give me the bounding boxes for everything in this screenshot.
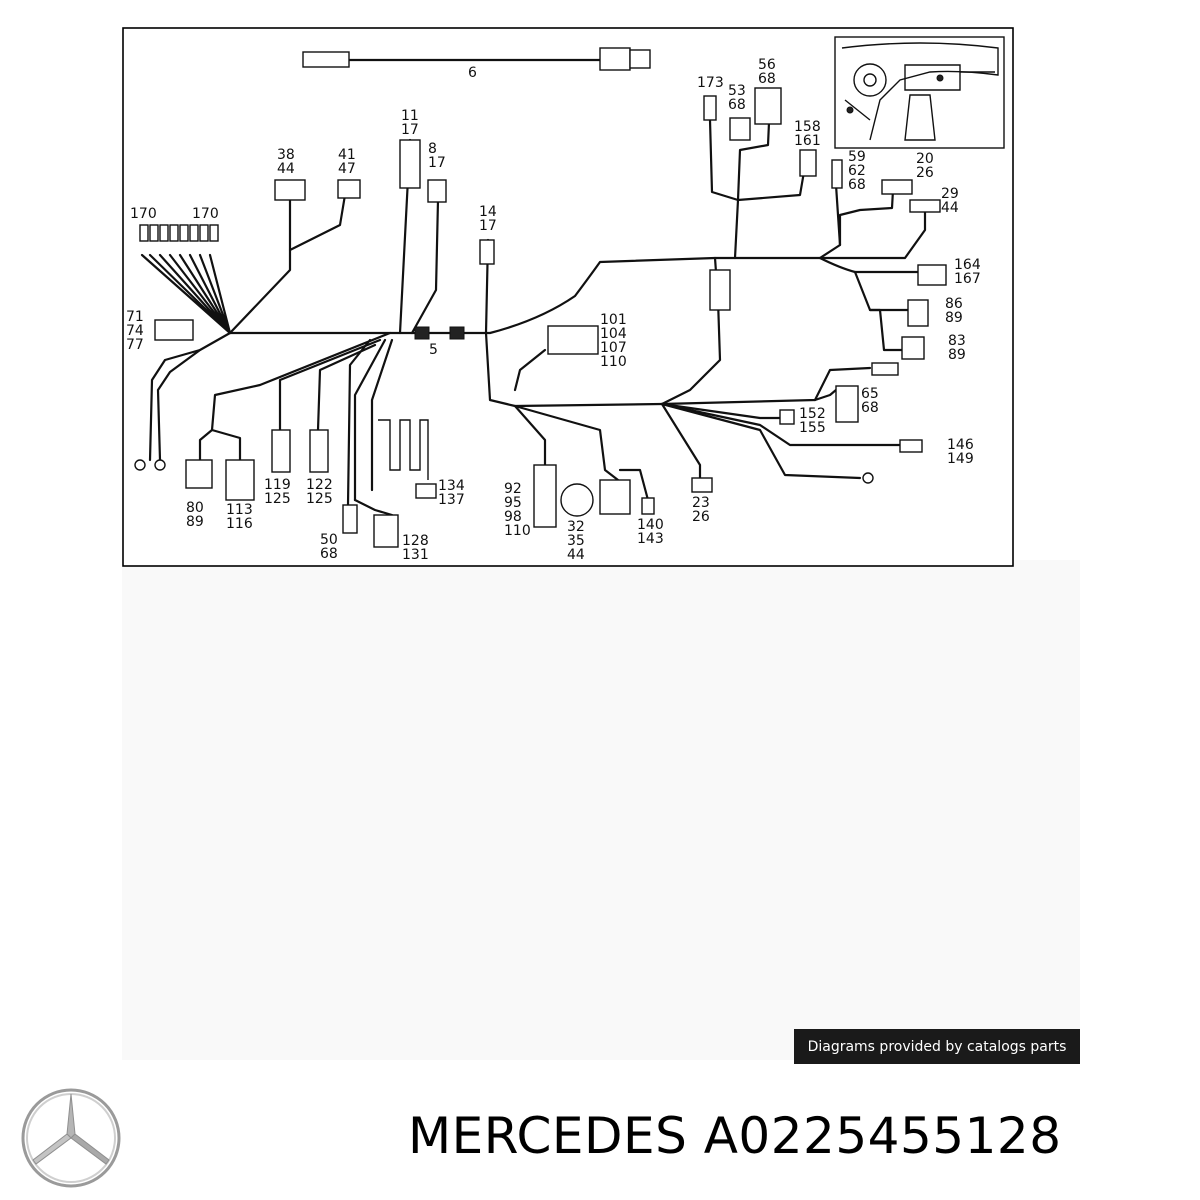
connector-164 — [917, 264, 947, 286]
part-label-86: 86 89 — [945, 296, 963, 326]
connector-158 — [799, 149, 817, 177]
part-label-140: 140 143 — [637, 517, 664, 547]
part-label-32: 32 35 44 — [567, 519, 585, 563]
connector-23 — [691, 477, 713, 493]
lower-branches — [484, 87, 947, 528]
part-label-170-right: 170 — [192, 206, 219, 222]
part-label-23: 23 26 — [692, 495, 710, 525]
part-label-59: 59 62 68 — [848, 149, 866, 193]
part-label-80: 80 89 — [186, 500, 204, 530]
part-label-113: 113 116 — [226, 502, 253, 532]
part-label-128: 128 131 — [402, 533, 429, 563]
connector-122 — [309, 429, 329, 473]
connector-80 — [185, 459, 213, 489]
connector-29 — [909, 199, 941, 213]
image-background-panel — [122, 560, 1080, 1060]
connector-41 — [337, 179, 361, 199]
connector-83 — [901, 336, 925, 360]
connector-140 — [641, 497, 655, 515]
part-label-8: 8 17 — [428, 141, 446, 171]
part-label-11: 11 17 — [401, 108, 419, 138]
connector-center — [709, 269, 731, 311]
part-label-65: 65 68 — [861, 386, 879, 416]
part-label-101: 101 104 107 110 — [600, 312, 627, 370]
harness-6-cable — [302, 47, 651, 71]
part-label-134: 134 137 — [438, 478, 465, 508]
connector-20 — [881, 179, 913, 195]
left-branch — [134, 139, 495, 548]
connector-11 — [399, 139, 421, 189]
connector-38 — [274, 179, 306, 201]
part-label-38: 38 44 — [277, 147, 295, 177]
part-label-53: 53 68 — [728, 83, 746, 113]
part-label-50: 50 68 — [320, 532, 338, 562]
part-label-14: 14 17 — [479, 204, 497, 234]
connector-152 — [779, 409, 795, 425]
part-label-83: 83 89 — [948, 333, 966, 363]
part-label-164: 164 167 — [954, 257, 981, 287]
part-label-173: 173 — [697, 75, 724, 91]
part-label-122: 122 125 — [306, 477, 333, 507]
part-label-20: 20 26 — [916, 151, 934, 181]
connector-92 — [533, 464, 557, 528]
fuse-connectors-170 — [139, 224, 219, 242]
part-label-5: 5 — [429, 342, 438, 358]
connector-119 — [271, 429, 291, 473]
connector-50 — [342, 504, 358, 534]
connector-113 — [225, 459, 255, 501]
part-label-119: 119 125 — [264, 477, 291, 507]
connector-173 — [703, 95, 717, 121]
connector-8 — [427, 179, 447, 203]
product-title: MERCEDES A0225455128 — [408, 1107, 1062, 1165]
connector-134 — [415, 483, 437, 499]
connector-146 — [899, 439, 923, 453]
connector-14 — [479, 239, 495, 265]
connector-71 — [154, 319, 194, 341]
connector-65 — [835, 385, 859, 423]
connector-86 — [907, 299, 929, 327]
part-label-92: 92 95 98 110 — [504, 481, 531, 539]
mercedes-star-logo — [21, 1088, 121, 1188]
part-label-158: 158 161 — [794, 119, 821, 149]
part-label-6: 6 — [468, 65, 477, 81]
connector-end — [871, 362, 899, 376]
part-label-146: 146 149 — [947, 437, 974, 467]
part-label-56: 56 68 — [758, 57, 776, 87]
component-32 — [560, 483, 594, 517]
part-label-152: 152 155 — [799, 406, 826, 436]
part-label-71: 71 74 77 — [126, 309, 144, 353]
connector-59 — [831, 159, 843, 189]
component-140-housing — [599, 479, 631, 515]
connector-53 — [729, 117, 751, 141]
diagram-credit-caption: Diagrams provided by catalogs parts — [794, 1029, 1080, 1064]
part-label-170-left: 170 — [130, 206, 157, 222]
part-label-41: 41 47 — [338, 147, 356, 177]
part-label-29: 29 44 — [941, 186, 959, 216]
connector-101 — [547, 325, 599, 355]
connector-128 — [373, 514, 399, 548]
connector-56 — [754, 87, 782, 125]
dashboard-inset — [834, 36, 1005, 149]
